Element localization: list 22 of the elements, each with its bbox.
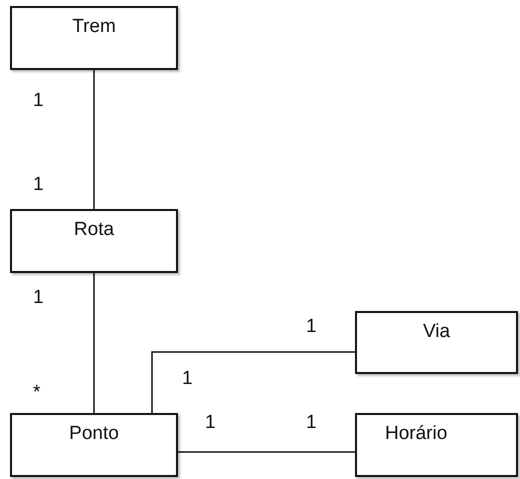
class-box (10, 209, 178, 273)
multiplicity-label: 1 (182, 368, 193, 390)
association-line (151, 351, 355, 413)
multiplicity-label: 1 (205, 412, 216, 434)
class-box (10, 413, 178, 477)
association-line (93, 70, 95, 209)
class-name: Trem (71, 16, 117, 38)
association-line (178, 451, 355, 453)
multiplicity-label: 1 (306, 412, 317, 434)
class-box (355, 413, 518, 477)
association-line (93, 273, 95, 413)
multiplicity-label: 1 (33, 90, 44, 112)
class-box (10, 6, 178, 70)
multiplicity-label: 1 (33, 174, 44, 196)
class-name: Ponto (68, 423, 120, 445)
class-name: Rota (72, 219, 116, 241)
class-name: Via (422, 321, 452, 343)
multiplicity-label: 1 (33, 287, 44, 309)
multiplicity-label: * (33, 382, 40, 404)
multiplicity-label: 1 (306, 316, 317, 338)
class-box (355, 311, 518, 374)
class-name: Horário (384, 423, 448, 445)
